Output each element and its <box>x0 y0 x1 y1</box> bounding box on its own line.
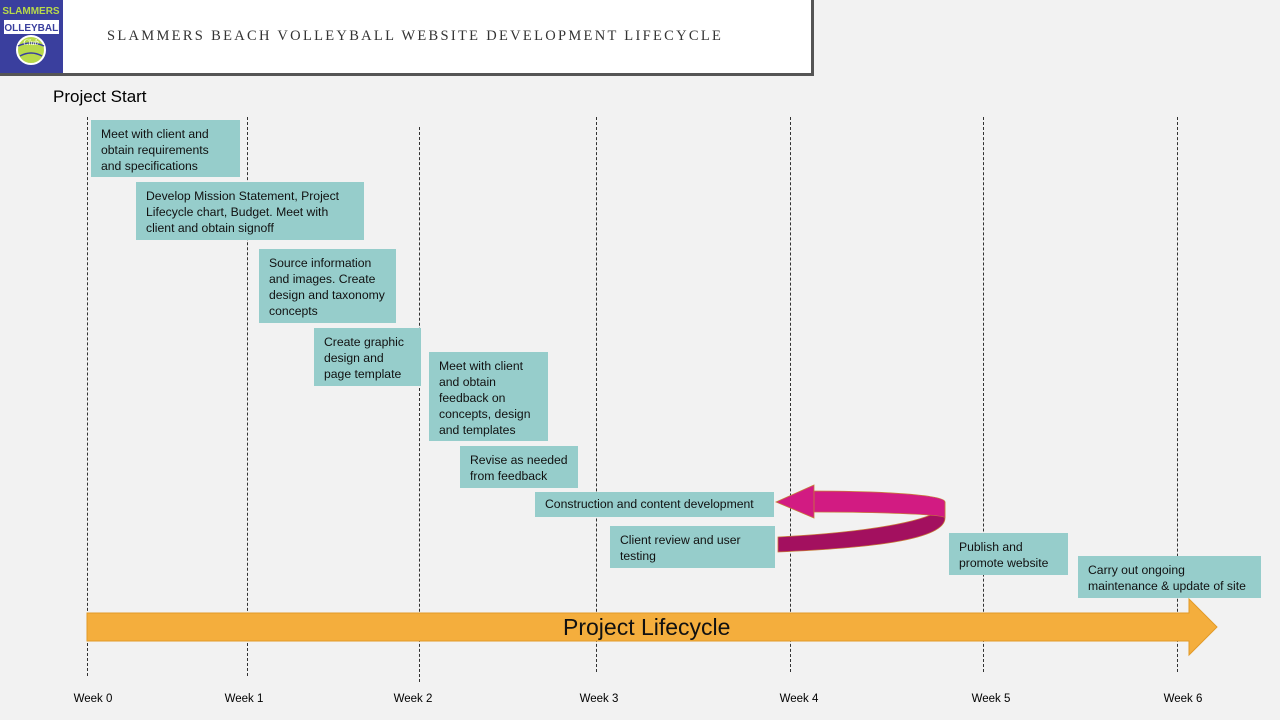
task-maintenance: Carry out ongoing maintenance & update o… <box>1078 556 1261 598</box>
project-start-label: Project Start <box>53 87 147 106</box>
task-source-information: Source information and images. Create de… <box>259 249 396 323</box>
week-3-line <box>596 117 597 672</box>
week-0-line <box>87 117 88 676</box>
lifecycle-label: Project Lifecycle <box>563 614 731 640</box>
svg-text:VOLLEYBALL: VOLLEYBALL <box>0 23 63 34</box>
task-requirements: Meet with client and obtain requirements… <box>91 120 240 177</box>
week-5-label: Week 5 <box>971 693 1011 705</box>
task-client-feedback: Meet with client and obtain feedback on … <box>429 352 548 441</box>
page-title: SLAMMERS BEACH VOLLEYBALL WEBSITE DEVELO… <box>107 28 724 44</box>
week-2-label: Week 2 <box>393 693 433 705</box>
svg-text:SLAMMERS: SLAMMERS <box>2 6 60 17</box>
club-logo: SLAMMERS VOLLEYBALL Club <box>0 0 63 73</box>
task-construction: Construction and content development <box>535 492 774 517</box>
week-4-line <box>790 117 791 672</box>
task-publish: Publish and promote website <box>949 533 1068 575</box>
week-1-line <box>247 117 248 676</box>
week-3-label: Week 3 <box>579 693 619 705</box>
week-1-label: Week 1 <box>224 693 264 705</box>
week-0-label: Week 0 <box>73 693 113 705</box>
week-6-label: Week 6 <box>1163 693 1203 705</box>
task-revise: Revise as needed from feedback <box>460 446 578 488</box>
task-client-review: Client review and user testing <box>610 526 775 568</box>
task-graphic-design: Create graphic design and page template <box>314 328 421 386</box>
week-5-line <box>983 117 984 672</box>
week-4-label: Week 4 <box>779 693 819 705</box>
svg-text:Club: Club <box>23 38 39 47</box>
task-mission-statement: Develop Mission Statement, Project Lifec… <box>136 182 364 240</box>
week-6-line <box>1177 117 1178 672</box>
header-bar: SLAMMERS VOLLEYBALL Club SLAMMERS BEACH … <box>0 0 814 76</box>
week-2-line <box>419 127 420 682</box>
